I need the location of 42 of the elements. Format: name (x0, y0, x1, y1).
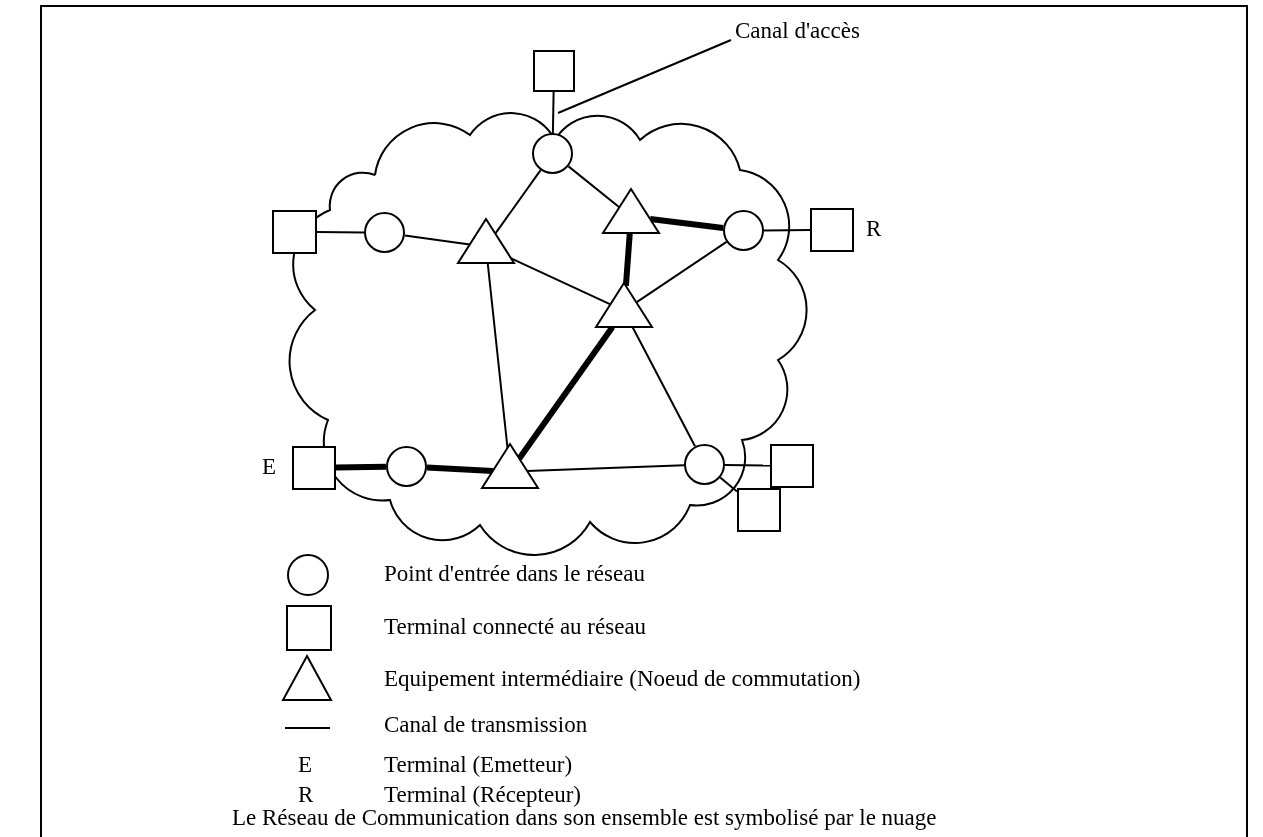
channel-line (635, 240, 728, 304)
legend-text: Terminal connecté au réseau (384, 614, 647, 640)
terminal-square (737, 488, 781, 532)
legend-text: Terminal (Récepteur) (384, 782, 581, 808)
channel-line (551, 91, 555, 134)
channel-line (649, 216, 724, 231)
channel-line (494, 169, 542, 235)
channel-line (516, 325, 615, 461)
terminal-square (810, 208, 854, 252)
symbol-letter: E (298, 752, 313, 778)
switching-node-triangle (594, 281, 654, 329)
terminal-letter: R (866, 216, 882, 242)
leader-line (557, 39, 732, 114)
symbol-letter: R (298, 782, 314, 808)
channel-line (724, 463, 771, 467)
terminal-square (292, 446, 336, 490)
channel-line (510, 257, 612, 306)
entry-point-circle (684, 444, 725, 485)
channel-line (567, 165, 621, 209)
entry-point-circle (723, 210, 764, 251)
channel-line (316, 231, 365, 234)
terminal-letter: E (262, 454, 277, 480)
channel-line (403, 234, 471, 246)
entry-point-circle (364, 212, 405, 253)
switching-node-triangle (456, 217, 516, 265)
entry-point-circle (532, 133, 573, 174)
terminal-square (533, 50, 575, 92)
switching-node-triangle (480, 442, 540, 490)
terminal-square (272, 210, 317, 254)
legend-text: Point d'entrée dans le réseau (384, 561, 645, 587)
channel-line (335, 463, 387, 471)
switching-node-triangle (601, 187, 661, 235)
channel-line (526, 464, 685, 473)
entry-point-circle (386, 446, 427, 487)
channel-line (426, 464, 494, 474)
terminal-square (770, 444, 814, 488)
legend-text: Canal de transmission (384, 712, 588, 738)
callout-label: Canal d'accès (735, 18, 860, 44)
channel-line (622, 232, 633, 287)
legend-text: Terminal (Emetteur) (384, 752, 573, 778)
channel-line (719, 476, 738, 493)
legend-text: Equipement intermédiaire (Noeud de commutation) (384, 666, 861, 692)
